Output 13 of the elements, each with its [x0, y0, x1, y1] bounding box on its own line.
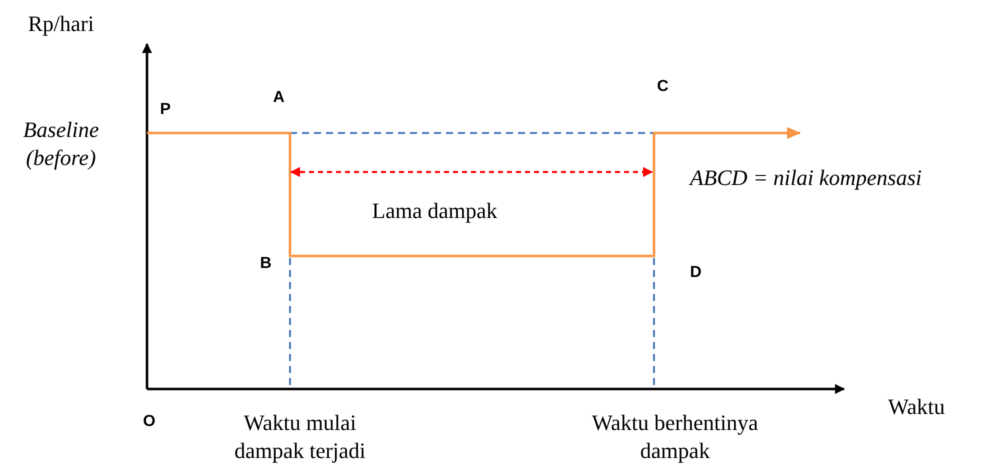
tick-label: Waktu berhentinya dampak [590, 409, 760, 465]
origin-label: O [143, 412, 156, 432]
point-label: B [260, 254, 272, 274]
axis-title: Rp/hari [28, 10, 94, 38]
point-label: D [690, 263, 702, 283]
point-label: A [273, 88, 285, 108]
tick-label: Waktu mulai dampak terjadi [233, 409, 367, 465]
baseline-label: Baseline (before) [22, 116, 100, 172]
dimension-label: Lama dampak [372, 197, 498, 225]
point-label: C [657, 77, 669, 97]
point-label: P [160, 100, 171, 120]
annotation-text: ABCD = nilai kompensasi [690, 164, 922, 192]
axis-title: Waktu [888, 393, 945, 421]
